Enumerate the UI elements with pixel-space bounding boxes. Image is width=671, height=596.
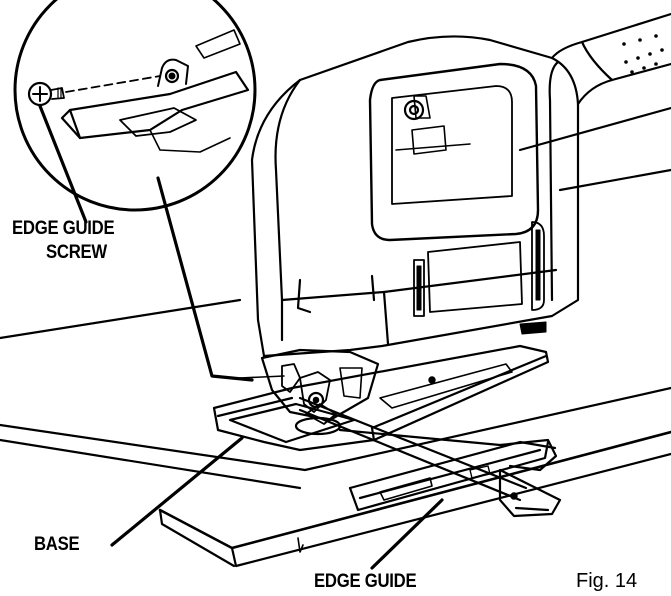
label-edge-guide: EDGE GUIDE xyxy=(314,571,416,592)
label-edge-guide-screw-line2: SCREW xyxy=(46,242,107,263)
label-edge-guide-screw-line1: EDGE GUIDE xyxy=(12,218,114,239)
jigsaw-body xyxy=(252,36,578,356)
detail-inset-circle xyxy=(15,0,255,210)
leader-lines xyxy=(40,106,442,568)
power-cord xyxy=(552,14,671,104)
label-base: BASE xyxy=(34,534,79,555)
figure-number: Fig. 14 xyxy=(576,570,637,593)
workpiece-board xyxy=(0,108,671,566)
